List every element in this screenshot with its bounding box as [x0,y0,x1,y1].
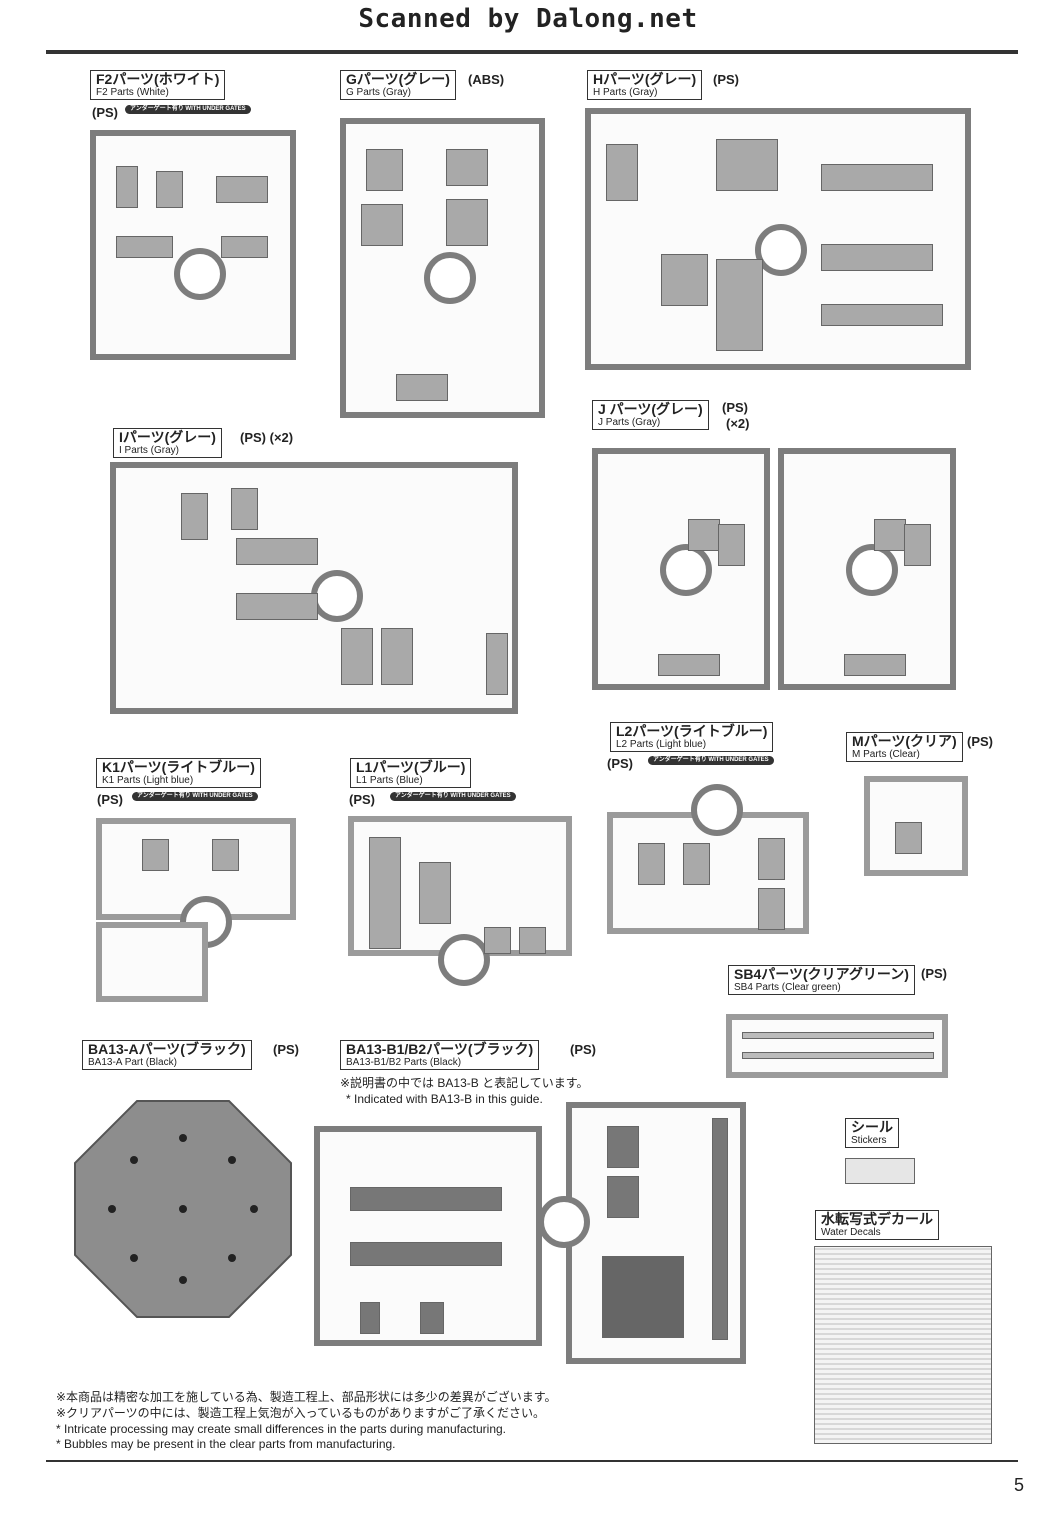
label-f2-jp: F2パーツ(ホワイト) [96,71,220,87]
label-sb4: SB4パーツ(クリアグリーン) SB4 Parts (Clear green) [728,965,915,995]
label-ba13a: BA13-Aパーツ(ブラック) BA13-A Part (Black) [82,1040,252,1070]
ug-badge-l2: アンダーゲート有り WITH UNDER GATES [648,756,774,765]
ba13b-note-jp: ※説明書の中では BA13-B と表記しています。 [340,1076,589,1090]
mat-k1: (PS) [97,792,123,807]
label-j-en: J Parts (Gray) [598,417,661,428]
label-ba13b-en: BA13-B1/B2 Parts (Black) [346,1057,462,1068]
ug-badge-f2: アンダーゲート有り WITH UNDER GATES [125,105,251,114]
sprue-sb4 [726,1014,948,1078]
label-i-jp: Iパーツ(グレー) [119,429,216,445]
label-g-jp: Gパーツ(グレー) [346,71,450,87]
label-l2-en: L2 Parts (Light blue) [616,739,707,750]
label-i-en: I Parts (Gray) [119,445,180,456]
decal-sheet [814,1246,992,1444]
sprue-m [864,776,968,876]
label-l1-en: L1 Parts (Blue) [356,775,423,786]
label-m: Mパーツ(クリア) M Parts (Clear) [846,732,963,762]
label-k1-jp: K1パーツ(ライトブルー) [102,759,255,775]
sprue-l2 [607,784,809,934]
ug-badge-k1: アンダーゲート有り WITH UNDER GATES [132,792,258,801]
sticker-sheet [845,1158,915,1184]
label-ba13b: BA13-B1/B2パーツ(ブラック) BA13-B1/B2 Parts (Bl… [340,1040,540,1070]
sprue-k1-lower [96,922,208,1002]
sprue-hub [755,224,807,276]
ug-badge-l1: アンダーゲート有り WITH UNDER GATES [390,792,516,801]
ba13a-base-part [74,1100,292,1318]
sprue-hub [538,1196,590,1248]
note-4: * Bubbles may be present in the clear pa… [56,1437,396,1451]
mat-f2: (PS) [92,105,118,120]
label-l2: L2パーツ(ライトブルー) L2 Parts (Light blue) [610,722,774,752]
label-stickers-jp: シール [851,1119,893,1135]
label-l1-jp: L1パーツ(ブルー) [356,759,466,775]
label-m-en: M Parts (Clear) [852,749,920,760]
sprue-ba13b2 [538,1102,746,1364]
sprue-i [110,462,518,714]
label-j: J パーツ(グレー) J Parts (Gray) [592,400,709,430]
label-h: Hパーツ(グレー) H Parts (Gray) [587,70,703,100]
label-i: Iパーツ(グレー) I Parts (Gray) [113,428,222,458]
label-decals: 水転写式デカール Water Decals [815,1210,939,1240]
sprue-ba13b1 [314,1126,542,1346]
sprue-hub [660,544,712,596]
mult-j: (×2) [726,416,750,431]
sprue-k1 [96,818,296,948]
note-2: ※クリアパーツの中には、製造工程上気泡が入っているものがありますがご了承ください… [56,1406,545,1420]
top-rule [46,50,1018,54]
label-k1-en: K1 Parts (Light blue) [102,775,194,786]
sprue-hub [846,544,898,596]
mat-l1: (PS) [349,792,375,807]
label-l1: L1パーツ(ブルー) L1 Parts (Blue) [350,758,472,788]
label-f2-en: F2 Parts (White) [96,87,169,98]
label-j-jp: J パーツ(グレー) [598,401,703,417]
sprue-f2 [90,130,296,360]
sprue-hub [174,248,226,300]
label-decals-en: Water Decals [821,1227,881,1238]
label-m-jp: Mパーツ(クリア) [852,733,957,749]
label-g: Gパーツ(グレー) G Parts (Gray) [340,70,456,100]
mat-g: (ABS) [468,72,505,87]
label-ba13b-jp: BA13-B1/B2パーツ(ブラック) [346,1041,534,1057]
label-h-en: H Parts (Gray) [593,87,658,98]
label-h-jp: Hパーツ(グレー) [593,71,697,87]
page-number: 5 [1013,1475,1024,1495]
sprue-h [585,108,971,370]
sprue-j-2 [778,448,956,690]
label-g-en: G Parts (Gray) [346,87,412,98]
label-ba13a-jp: BA13-Aパーツ(ブラック) [88,1041,246,1057]
sprue-j-1 [592,448,770,690]
mat-l2: (PS) [607,756,633,771]
note-1: ※本商品は精密な加工を施している為、製造工程上、部品形状には多少の差異がございま… [56,1390,557,1404]
sprue-hub [438,934,490,986]
mat-ba13b: (PS) [570,1042,596,1057]
mat-ba13a: (PS) [273,1042,299,1057]
label-l2-jp: L2パーツ(ライトブルー) [616,723,768,739]
sprue-hub [311,570,363,622]
sprue-hub [424,252,476,304]
mat-j: (PS) [722,400,748,415]
mat-h: (PS) [713,72,739,87]
mat-m: (PS) [967,734,993,749]
note-3: * Intricate processing may create small … [56,1422,506,1436]
mat-i: (PS) (×2) [240,430,294,445]
sprue-hub [691,784,743,836]
label-k1: K1パーツ(ライトブルー) K1 Parts (Light blue) [96,758,261,788]
label-ba13a-en: BA13-A Part (Black) [88,1057,177,1068]
label-decals-jp: 水転写式デカール [821,1211,933,1227]
label-sb4-en: SB4 Parts (Clear green) [734,982,841,993]
label-f2: F2パーツ(ホワイト) F2 Parts (White) [90,70,226,100]
scanner-watermark: Scanned by Dalong.net [358,4,698,34]
ba13b-note-en: * Indicated with BA13-B in this guide. [346,1092,543,1106]
bottom-rule [46,1460,1018,1462]
sprue-g [340,118,545,418]
label-sb4-jp: SB4パーツ(クリアグリーン) [734,966,909,982]
sprue-l1 [348,816,572,986]
label-stickers-en: Stickers [851,1135,887,1146]
label-stickers: シール Stickers [845,1118,899,1148]
mat-sb4: (PS) [921,966,947,981]
